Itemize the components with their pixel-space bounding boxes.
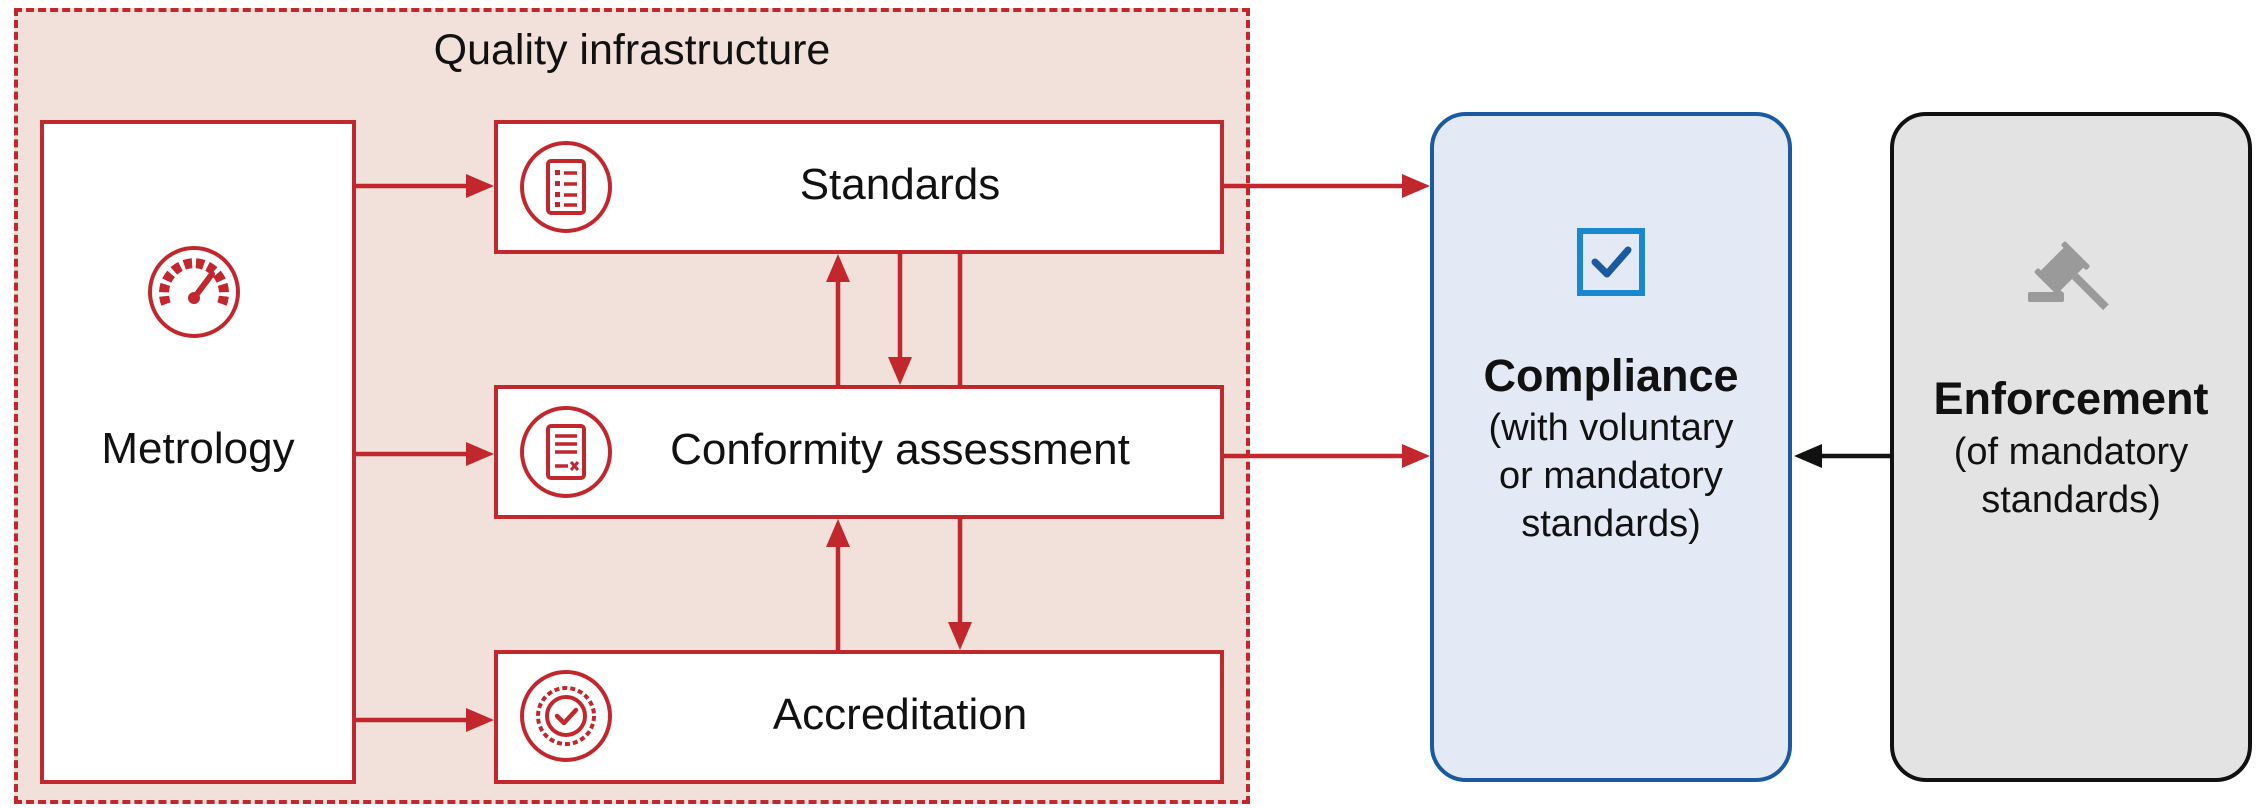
arrow-metrology-to-standards [356, 174, 494, 198]
compliance-subtitle-line: standards) [1521, 503, 1701, 545]
arrow-metrology-to-accreditation [356, 708, 494, 732]
arrow-standards-to-compliance [1224, 174, 1430, 198]
conformity-assessment-label: Conformity assessment [670, 425, 1130, 474]
standards-box [494, 120, 1224, 254]
arrow-standards-to-conformity [888, 254, 912, 385]
accreditation-box [494, 650, 1224, 784]
quality-infrastructure-title: Quality infrastructure [433, 26, 831, 74]
compliance-subtitle-line: or mandatory [1499, 455, 1723, 497]
enforcement-subtitle-line: standards) [1981, 479, 2161, 521]
gavel-icon [2028, 241, 2109, 311]
enforcement-subtitle: (of mandatory standards) [1890, 428, 2252, 524]
arrow-conformity-to-standards [826, 254, 850, 385]
compliance-subtitle: (with voluntary or mandatory standards) [1430, 404, 1792, 548]
compliance-title: Compliance [1483, 350, 1739, 401]
checkbox-icon [1577, 228, 1645, 296]
enforcement-title: Enforcement [1933, 373, 2209, 424]
arrow-accreditation-to-conformity [826, 519, 850, 650]
conformity-assessment-box [494, 385, 1224, 519]
accreditation-label: Accreditation [772, 690, 1028, 739]
arrow-conformity-to-compliance [1224, 444, 1430, 468]
standards-label: Standards [799, 160, 1001, 209]
arrow-conformity-to-accreditation [948, 519, 972, 650]
enforcement-box [1890, 112, 2252, 782]
arrow-enforcement-to-compliance [1794, 444, 1890, 468]
badge-check-icon [520, 670, 612, 762]
compliance-box [1430, 112, 1792, 782]
arrow-metrology-to-conformity [356, 442, 494, 466]
certificate-document-icon [520, 406, 612, 498]
metrology-box [40, 120, 356, 784]
speedometer-icon [148, 246, 240, 338]
metrology-label: Metrology [101, 424, 295, 473]
enforcement-subtitle-line: (of mandatory [1953, 431, 2189, 473]
compliance-subtitle-line: (with voluntary [1488, 407, 1734, 449]
document-list-icon [520, 141, 612, 233]
